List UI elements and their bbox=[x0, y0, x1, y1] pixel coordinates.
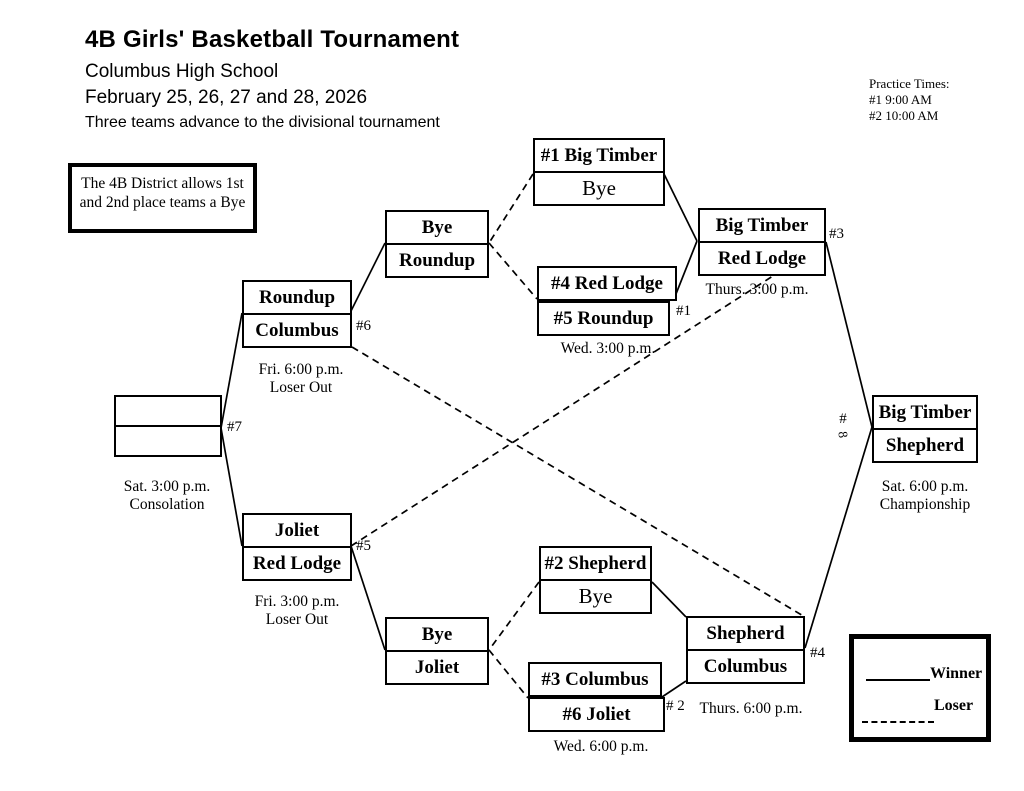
championship-number-label: # 8 bbox=[835, 411, 851, 443]
matchup-box-game2-team1: #3 Columbus bbox=[528, 662, 662, 697]
practice-time-2: #2 10:00 AM bbox=[869, 108, 939, 123]
matchup-box-game3: Big Timber Red Lodge bbox=[698, 208, 826, 276]
winner-line bbox=[651, 581, 687, 618]
championship-time: Sat. 6:00 p.m. Championship bbox=[855, 478, 995, 514]
team-slot: Bye bbox=[421, 623, 453, 645]
loser-line bbox=[488, 649, 529, 699]
winner-line bbox=[350, 545, 386, 651]
team-slot: #6 Joliet bbox=[562, 703, 631, 725]
team-slot-empty bbox=[116, 425, 220, 455]
championship-time-line: Sat. 6:00 p.m. bbox=[881, 478, 969, 495]
bye-rule-line1: The 4B District allows 1st bbox=[81, 175, 244, 192]
team-slot: Bye bbox=[421, 216, 453, 238]
team-slot: Columbus bbox=[688, 649, 803, 682]
winner-line bbox=[220, 312, 243, 429]
winner-line bbox=[220, 427, 243, 547]
game6-time: Fri. 6:00 p.m. Loser Out bbox=[231, 361, 371, 397]
game7-consolation-label: Consolation bbox=[129, 496, 205, 513]
tournament-dates: February 25, 26, 27 and 28, 2026 bbox=[85, 87, 368, 108]
page-header: 4B Girls' Basketball Tournament Columbus… bbox=[85, 26, 459, 132]
loser-line bbox=[488, 173, 534, 244]
team-slot: Big Timber bbox=[878, 401, 972, 423]
matchup-box-game1-team2: #5 Roundup bbox=[537, 301, 670, 336]
page-title: 4B Girls' Basketball Tournament bbox=[85, 26, 460, 53]
game7-time: Sat. 3:00 p.m. Consolation bbox=[97, 478, 237, 514]
legend-loser-label: Loser bbox=[934, 697, 974, 714]
school-name: Columbus High School bbox=[85, 61, 279, 82]
team-slot: Joliet bbox=[274, 519, 320, 541]
game6-number-label: #6 bbox=[356, 318, 371, 334]
game3-time: Thurs. 3:00 p.m. bbox=[705, 281, 809, 298]
team-slot-bye: Bye bbox=[535, 171, 663, 204]
team-slot: #2 Shepherd bbox=[544, 552, 647, 574]
team-slot: Roundup bbox=[387, 243, 487, 276]
loser-line bbox=[351, 346, 806, 618]
team-slot-bye: Bye bbox=[541, 579, 650, 612]
team-slot: Shepherd bbox=[706, 622, 785, 644]
game1-time: Wed. 3:00 p.m. bbox=[560, 340, 656, 357]
game5-number-label: #5 bbox=[356, 538, 371, 554]
matchup-box-loser-bye-bottom: Bye Joliet bbox=[385, 617, 489, 685]
game7-number-label: #7 bbox=[227, 419, 242, 435]
game6-loser-out: Loser Out bbox=[269, 379, 333, 396]
team-slot-empty bbox=[116, 397, 220, 425]
game7-time-line: Sat. 3:00 p.m. bbox=[123, 478, 211, 495]
matchup-box-seed-top: #1 Big Timber Bye bbox=[533, 138, 665, 206]
matchup-box-game7-consolation bbox=[114, 395, 222, 457]
game2-time: Wed. 6:00 p.m. bbox=[553, 738, 649, 755]
matchup-box-game4: Shepherd Columbus bbox=[686, 616, 805, 684]
loser-line bbox=[488, 581, 540, 651]
team-slot: Red Lodge bbox=[244, 546, 350, 579]
championship-label: Championship bbox=[879, 496, 971, 513]
loser-line bbox=[488, 242, 538, 300]
team-slot: Big Timber bbox=[715, 214, 809, 236]
winner-line bbox=[663, 173, 698, 242]
team-slot: #5 Roundup bbox=[553, 307, 654, 329]
game4-time: Thurs. 6:00 p.m. bbox=[699, 700, 803, 717]
loser-line bbox=[350, 241, 827, 547]
winner-line bbox=[350, 242, 386, 312]
game4-number-label: #4 bbox=[810, 645, 825, 661]
matchup-box-game2-team2: #6 Joliet bbox=[528, 697, 665, 732]
team-slot: Shepherd bbox=[874, 428, 976, 461]
advancement-note: Three teams advance to the divisional to… bbox=[85, 114, 440, 131]
game6-time-line: Fri. 6:00 p.m. bbox=[258, 361, 344, 378]
matchup-box-game5: Joliet Red Lodge bbox=[242, 513, 352, 581]
matchup-box-loser-bye-top: Bye Roundup bbox=[385, 210, 489, 278]
winner-line bbox=[825, 241, 873, 428]
matchup-box-game6: Roundup Columbus bbox=[242, 280, 352, 348]
game2-number-label: # 2 bbox=[666, 698, 685, 714]
practice-time-1: #1 9:00 AM bbox=[869, 92, 932, 107]
team-slot: Joliet bbox=[387, 650, 487, 683]
winner-line bbox=[804, 426, 873, 649]
team-slot: #3 Columbus bbox=[541, 668, 649, 690]
game5-time: Fri. 3:00 p.m. Loser Out bbox=[227, 593, 367, 629]
team-slot: Columbus bbox=[244, 313, 350, 346]
loser-line-sample bbox=[862, 721, 934, 723]
practice-times: Practice Times: #1 9:00 AM #2 10:00 AM bbox=[869, 76, 950, 124]
game1-number-label: #1 bbox=[676, 303, 691, 319]
winner-line-sample bbox=[866, 679, 930, 681]
legend-winner-label: Winner bbox=[930, 665, 983, 682]
bye-rule-line2: and 2nd place teams a Bye bbox=[79, 194, 246, 211]
game5-loser-out: Loser Out bbox=[265, 611, 329, 628]
winner-line bbox=[673, 240, 698, 300]
championship-label-hash: # bbox=[839, 411, 847, 427]
bye-rule-note-box: The 4B District allows 1st and 2nd place… bbox=[68, 163, 257, 233]
matchup-box-seed-bottom: #2 Shepherd Bye bbox=[539, 546, 652, 614]
team-slot: Red Lodge bbox=[700, 241, 824, 274]
winner-line bbox=[661, 680, 687, 698]
matchup-box-championship: Big Timber Shepherd bbox=[872, 395, 978, 463]
legend-box: Winner Loser bbox=[849, 634, 991, 742]
practice-times-heading: Practice Times: bbox=[869, 76, 950, 91]
matchup-box-game1-team1: #4 Red Lodge bbox=[537, 266, 677, 301]
game3-number-label: #3 bbox=[829, 226, 844, 242]
championship-label-number: 8 bbox=[835, 430, 851, 439]
team-slot: #4 Red Lodge bbox=[551, 272, 663, 294]
game5-time-line: Fri. 3:00 p.m. bbox=[254, 593, 340, 610]
team-slot: Roundup bbox=[258, 286, 336, 308]
team-slot: #1 Big Timber bbox=[540, 144, 658, 166]
